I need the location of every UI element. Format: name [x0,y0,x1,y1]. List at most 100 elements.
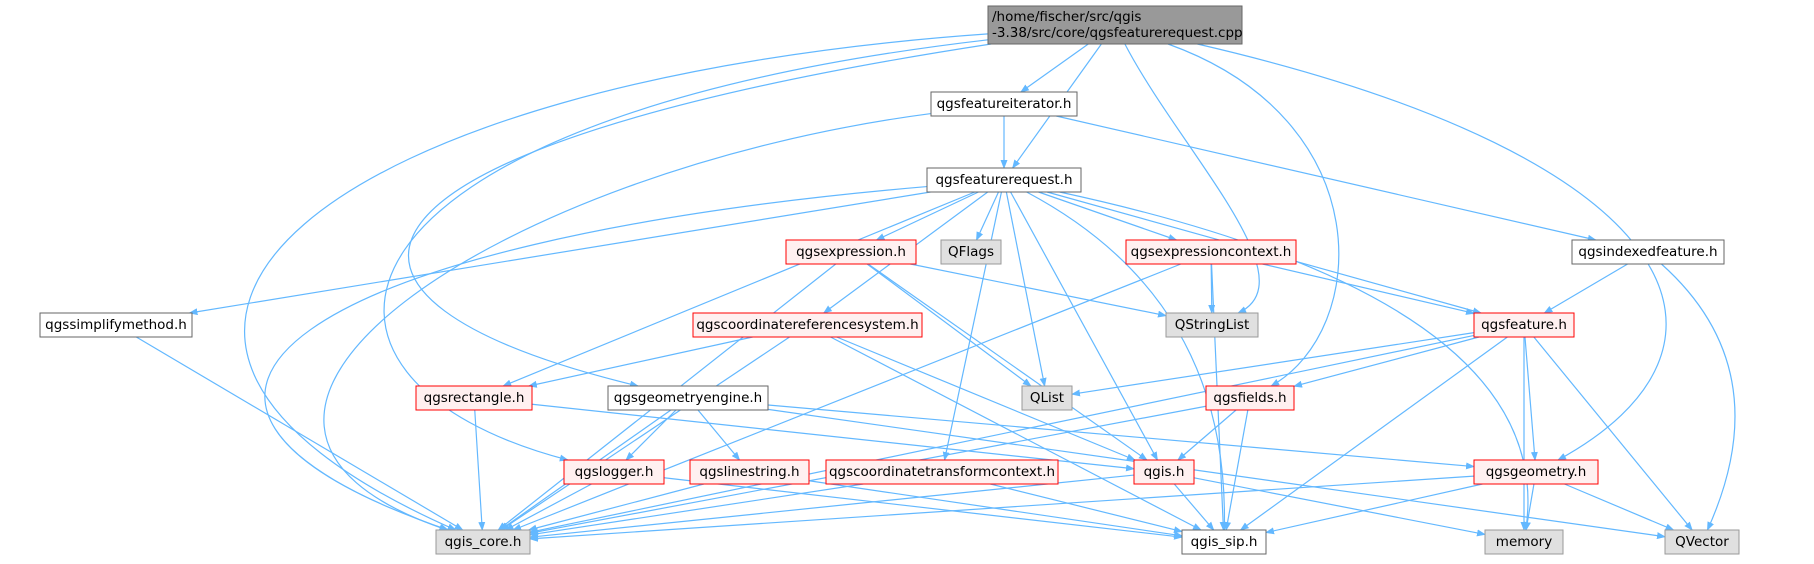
node-label-qstringlist: QStringList [1175,317,1250,333]
node-box-core [435,529,531,555]
node-label-memory: memory [1496,534,1552,550]
edge-root-to-qstringlist [1124,43,1260,314]
node-box-crs [692,312,923,338]
edge-fields-to-qgis [1177,409,1237,461]
node-label-qflags: QFlags [948,244,994,260]
edge-ctc-to-sip [990,483,1183,534]
edge-featurerequest-to-expressioncontext [1038,191,1178,241]
edge-feature-to-fields [1293,336,1480,388]
node-feature[interactable]: qgsfeature.h [1473,312,1575,338]
node-fields[interactable]: qgsfields.h [1205,385,1295,411]
node-root[interactable]: /home/fischer/src/qgis-3.38/src/core/qgs… [987,5,1243,45]
node-box-qstringlist [1165,312,1259,338]
edge-qgis-to-memory [1193,477,1486,537]
edge-indexedfeature-to-qvector [1661,263,1736,531]
edge-fields-to-sip [1224,409,1249,531]
edge-geometryengine-to-logger [625,409,677,461]
node-box-simplifymethod [39,312,193,338]
node-label-fields: qgsfields.h [1213,390,1286,406]
node-label-root-line-2: -3.38/src/core/qgsfeaturerequest.cpp [992,25,1243,41]
node-expressioncontext[interactable]: qgsexpressioncontext.h [1125,239,1297,265]
node-label-crs: qgscoordinatereferencesystem.h [696,317,918,333]
node-box-sip [1181,529,1267,555]
node-box-root [987,5,1243,45]
edge-geometry-to-core [529,475,1475,542]
edge-featurerequest-to-expression [875,191,979,241]
node-qgis[interactable]: qgis.h [1133,459,1195,485]
node-box-feature [1473,312,1575,338]
edge-featurerequest-to-qgis [1010,191,1158,461]
edge-featurerequest-to-qflags [975,191,1000,241]
node-label-sip: qgis_sip.h [1191,534,1258,550]
edge-expression-to-qlist [866,263,1032,387]
node-sip[interactable]: qgis_sip.h [1181,529,1267,555]
node-box-indexedfeature [1571,239,1725,265]
edge-feature-to-qvector [1533,336,1693,531]
edge-root-to-logger [383,39,989,462]
node-box-rectangle [415,385,533,411]
node-crs[interactable]: qgscoordinatereferencesystem.h [692,312,923,338]
node-label-expressioncontext: qgsexpressioncontext.h [1131,244,1292,260]
node-label-indexedfeature: qgsindexedfeature.h [1578,244,1717,260]
edge-geometryengine-to-geometry [767,404,1475,470]
node-box-featureiterator [930,91,1078,117]
node-label-featureiterator: qgsfeatureiterator.h [937,96,1072,112]
edge-geometryengine-to-qvector [767,408,1666,540]
edge-feature-to-sip [1239,336,1508,531]
edge-featureiterator-to-core [323,112,932,531]
node-label-root-line-1: /home/fischer/src/qgis [992,9,1141,25]
node-featureiterator[interactable]: qgsfeatureiterator.h [930,91,1078,117]
node-memory: memory [1484,529,1564,555]
edge-root-to-geometryengine [408,43,992,388]
node-core: qgis_core.h [435,529,531,555]
node-label-core: qgis_core.h [445,534,522,550]
edge-geometry-to-sip [1265,483,1483,535]
edge-feature-to-qlist [1071,332,1475,397]
node-box-expression [785,239,917,265]
edge-geometryengine-to-linestring [697,409,741,461]
edge-geometry-to-qvector [1564,483,1675,531]
edge-feature-to-core [529,334,1475,534]
node-label-geometry: qgsgeometry.h [1486,464,1587,480]
edge-logger-to-sip [663,477,1183,540]
node-box-memory [1484,529,1564,555]
node-label-expression: qgsexpression.h [796,244,906,260]
node-qvector: QVector [1664,529,1740,555]
edge-featurerequest-to-simplifymethod [188,191,931,316]
edge-indexedfeature-to-feature [1543,263,1628,314]
edge-root-to-fields [1167,43,1340,387]
node-simplifymethod[interactable]: qgssimplifymethod.h [39,312,193,338]
node-box-qgis [1133,459,1195,485]
node-featurerequest[interactable]: qgsfeaturerequest.h [926,167,1082,193]
edge-featurerequest-to-qlist [1005,191,1047,387]
node-box-geometry [1473,459,1599,485]
edge-crs-to-qgis [836,336,1136,461]
node-indexedfeature[interactable]: qgsindexedfeature.h [1571,239,1725,265]
edge-linestring-to-core [527,483,704,532]
node-qflags: QFlags [940,239,1002,265]
node-logger[interactable]: qgslogger.h [563,459,665,485]
edge-crs-to-core [500,336,790,531]
node-geometry[interactable]: qgsgeometry.h [1473,459,1599,485]
edge-qgis-to-sip [1173,483,1215,531]
node-box-fields [1205,385,1295,411]
edge-crs-to-rectangle [527,336,753,388]
node-box-linestring [689,459,810,485]
node-label-simplifymethod: qgssimplifymethod.h [45,317,187,333]
node-box-expressioncontext [1125,239,1297,265]
node-ctc[interactable]: qgscoordinatetransformcontext.h [825,459,1059,485]
edge-featurerequest-to-ctc [942,191,1003,461]
node-box-qlist [1021,385,1073,411]
node-linestring[interactable]: qgslinestring.h [689,459,810,485]
edge-logger-to-core [504,483,592,531]
node-box-qflags [940,239,1002,265]
edge-geometry-to-memory [1523,483,1535,531]
node-box-qvector [1664,529,1740,555]
node-rectangle[interactable]: qgsrectangle.h [415,385,533,411]
node-geometryengine[interactable]: qgsgeometryengine.h [607,385,769,411]
node-box-featurerequest [926,167,1082,193]
edge-expression-to-qstringlist [910,263,1167,318]
edge-feature-to-geometry [1524,336,1538,461]
edge-root-to-featureiterator [1020,43,1089,93]
node-expression[interactable]: qgsexpression.h [785,239,917,265]
